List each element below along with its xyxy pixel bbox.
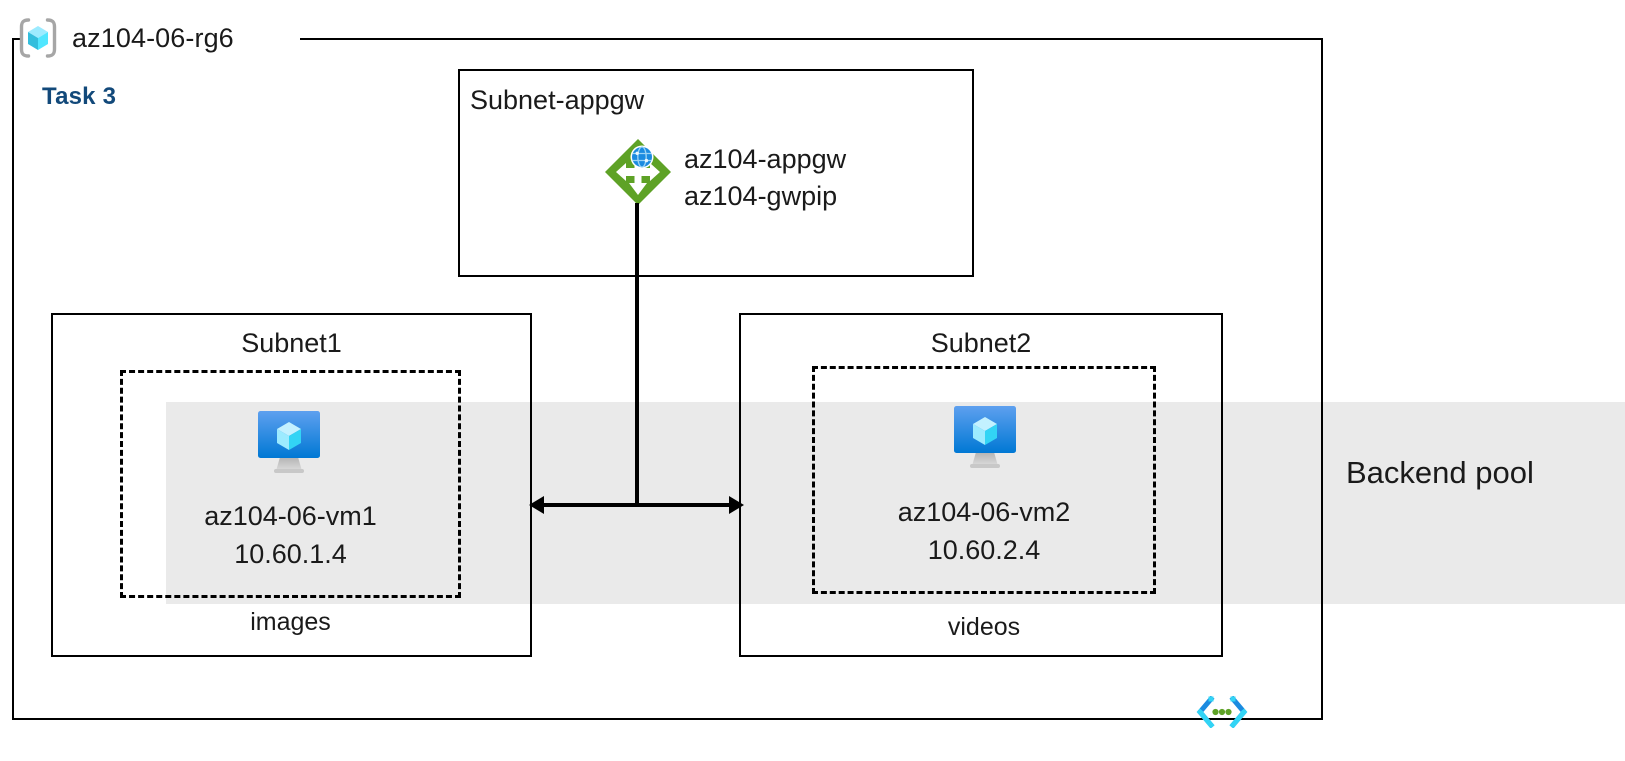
backend-pool-label: Backend pool [1346, 455, 1534, 490]
azure-resource-group-icon [16, 16, 60, 60]
backend-pool-band [166, 402, 1625, 604]
task-label: Task 3 [42, 83, 117, 110]
resource-group-title-mask [20, 28, 300, 50]
resource-group-name: az104-06-rg6 [72, 22, 234, 53]
vm1-name: az104-06-vm1 [204, 501, 377, 531]
subnet2-caption: videos [947, 613, 1021, 641]
subnet1-box [51, 313, 532, 657]
subnet2-title: Subnet2 [930, 328, 1032, 358]
subnet1-caption: images [250, 608, 331, 636]
vnet-subnet-delegation-icon [1196, 695, 1248, 729]
subnet2-vm-labels: az104-06-vm2 10.60.2.4 [812, 493, 1156, 569]
vm2-name: az104-06-vm2 [897, 497, 1071, 527]
connector-arrow-left [529, 496, 544, 514]
subnet1-title: Subnet1 [241, 328, 342, 358]
subnet2-vm-group [812, 366, 1156, 594]
gwpip-name: az104-gwpip [684, 181, 838, 211]
subnet1-vm-labels: az104-06-vm1 10.60.1.4 [120, 497, 461, 573]
subnet-horizontal-connector [540, 503, 732, 507]
subnet1-vm-group [120, 370, 461, 598]
vm1-ip: 10.60.1.4 [234, 539, 347, 569]
virtual-machine-icon [946, 400, 1024, 472]
subnet2-box [739, 313, 1223, 657]
appgw-resource-names: az104-appgw az104-gwpip [684, 141, 846, 215]
application-gateway-icon [603, 137, 673, 207]
subnet-appgw-box [458, 69, 974, 277]
subnet-appgw-title: Subnet-appgw [470, 85, 645, 115]
resource-group-container [12, 38, 1323, 720]
appgw-vertical-connector [635, 203, 639, 507]
resource-group-header: az104-06-rg6 [16, 8, 234, 68]
virtual-machine-icon [250, 405, 328, 477]
vm2-ip: 10.60.2.4 [927, 535, 1041, 565]
appgw-name: az104-appgw [684, 144, 847, 174]
